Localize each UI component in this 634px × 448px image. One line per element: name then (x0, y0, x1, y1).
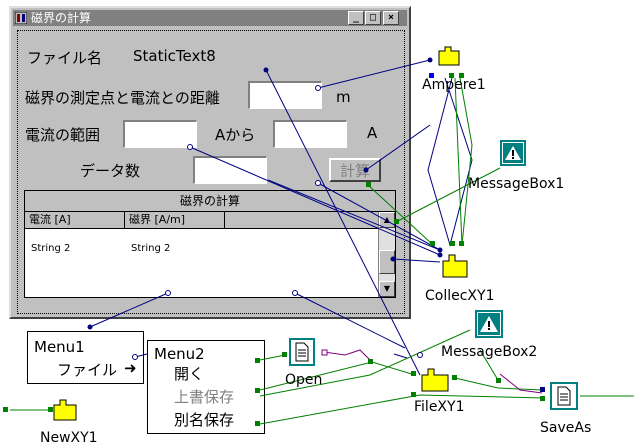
scroll-thumb[interactable] (379, 250, 395, 274)
grid-cell-field[interactable]: String 2 (131, 243, 171, 254)
messagebox2-label: MessageBox2 (441, 344, 538, 360)
range-from-input[interactable] (123, 120, 197, 148)
collecxy-label: CollecXY1 (425, 288, 495, 304)
range-to-input[interactable] (273, 120, 347, 148)
column-header-current[interactable]: 電流 [A] (25, 212, 125, 228)
maximize-button[interactable]: □ (365, 11, 381, 25)
menu1-box[interactable]: Menu1 ファイル ➜ (27, 331, 144, 384)
close-button[interactable]: × (383, 11, 399, 25)
open-component-label: Open (285, 372, 323, 388)
saveas-component-label: SaveAs (540, 420, 592, 436)
range-from-label: Aから (215, 126, 256, 144)
warning-icon[interactable] (500, 140, 526, 166)
document-icon[interactable] (550, 382, 578, 410)
file-name-label: ファイル名 (27, 49, 103, 67)
puzzle-piece-icon[interactable] (441, 253, 469, 279)
distance-unit: m (336, 88, 351, 106)
scroll-down-arrow-icon[interactable]: ▼ (379, 281, 395, 297)
data-count-label: データ数 (80, 162, 141, 180)
grid-title: 磁界の計算 (25, 191, 395, 212)
file-name-value: StaticText8 (133, 47, 216, 65)
menu2-item-open[interactable]: 開く (174, 365, 205, 383)
warning-icon[interactable] (475, 310, 503, 338)
menu2-item-overwrite-save: 上書保存 (174, 388, 235, 406)
menu2-box[interactable]: Menu2 開く 上書保存 別名保存 (147, 340, 265, 434)
menu2-title: Menu2 (154, 345, 205, 363)
grid-cell-current[interactable]: String 2 (31, 243, 71, 254)
puzzle-piece-icon[interactable] (52, 398, 78, 422)
app-icon (15, 12, 27, 24)
column-header-field[interactable]: 磁界 [A/m] (125, 212, 225, 228)
newxy-label: NewXY1 (40, 430, 98, 446)
grid-header: 電流 [A] 磁界 [A/m] (25, 212, 378, 229)
window-title: 磁界の計算 (31, 11, 92, 25)
title-bar[interactable]: 磁界の計算 _ □ × (13, 10, 407, 26)
menu1-title: Menu1 (34, 338, 85, 356)
menu2-item-save-as[interactable]: 別名保存 (174, 411, 235, 429)
filexy-label: FileXY1 (414, 399, 465, 415)
result-grid[interactable]: 磁界の計算 電流 [A] 磁界 [A/m] String 2 String 2 … (24, 190, 396, 298)
messagebox1-label: MessageBox1 (468, 176, 565, 192)
document-icon[interactable] (289, 338, 315, 366)
puzzle-piece-icon[interactable] (437, 45, 461, 67)
distance-label: 磁界の測定点と電流との距離 (25, 89, 220, 107)
data-count-input[interactable] (193, 156, 267, 184)
ampere-component-label: Ampere1 (422, 77, 486, 93)
range-to-unit: A (367, 124, 378, 142)
menu1-item-file[interactable]: ファイル (57, 361, 118, 379)
form-client-area (17, 30, 405, 314)
puzzle-piece-icon[interactable] (420, 367, 450, 393)
calculate-button[interactable]: 計算 (329, 158, 381, 182)
current-range-label: 電流の範囲 (25, 126, 101, 144)
submenu-arrow-icon: ➜ (124, 359, 137, 377)
minimize-button[interactable]: _ (348, 11, 364, 25)
